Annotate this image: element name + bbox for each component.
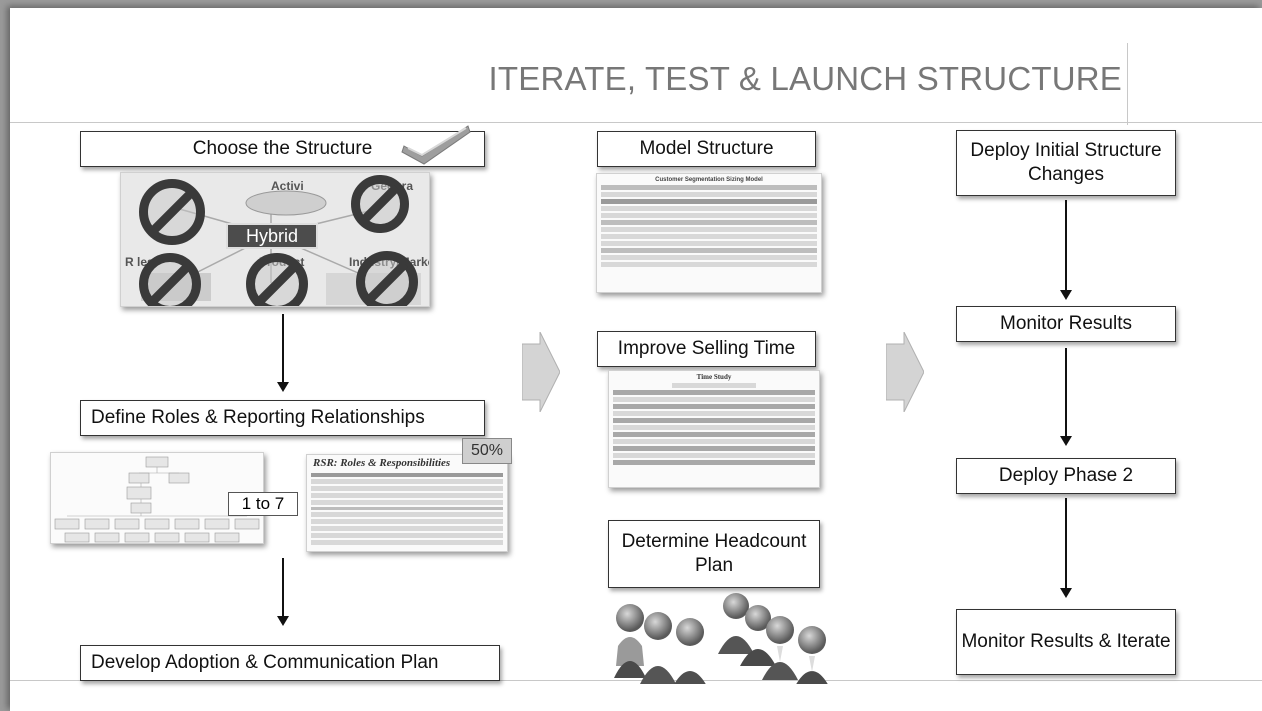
percent-tag: 50% <box>462 438 512 464</box>
improve-selling-label: Improve Selling Time <box>617 338 796 360</box>
no-sign-icon <box>351 175 409 233</box>
arrow-down-icon <box>1060 498 1072 598</box>
define-roles-box: Define Roles & Reporting Relationships <box>80 400 485 436</box>
people-group-icon <box>614 593 828 684</box>
headcount-plan-box: Determine Headcount Plan <box>608 520 820 588</box>
org-chart <box>54 456 260 543</box>
rsr-title: RSR: Roles & Responsibilities <box>313 457 451 469</box>
time-study-image: Time Study <box>608 370 820 488</box>
develop-adoption-label: Develop Adoption & Communication Plan <box>91 652 439 674</box>
arrow-down-icon <box>1060 200 1072 300</box>
time-study-title: Time Study <box>696 373 732 381</box>
bottom-rule <box>10 680 1262 681</box>
deploy-initial-label: Deploy Initial Structure Changes <box>970 140 1162 185</box>
monitor-iterate-box: Monitor Results & Iterate <box>956 609 1176 675</box>
develop-adoption-box: Develop Adoption & Communication Plan <box>80 645 500 681</box>
sizing-model-rows <box>597 185 821 267</box>
slide-title: ITERATE, TEST & LAUNCH STRUCTURE <box>488 60 1122 97</box>
title-divider <box>1127 43 1128 125</box>
span-of-control-tag: 1 to 7 <box>228 492 298 516</box>
headcount-plan-label: Determine Headcount Plan <box>621 531 807 576</box>
arrow-down-icon <box>1060 348 1072 446</box>
roles-responsibilities-image: RSR: Roles & Responsibilities <box>306 454 508 552</box>
define-roles-label: Define Roles & Reporting Relationships <box>91 407 425 429</box>
hybrid-badge: Hybrid <box>226 223 318 249</box>
chevron-right-icon <box>522 332 560 412</box>
model-structure-label: Model Structure <box>639 138 774 160</box>
category-activity-label: Activi <box>271 179 304 193</box>
rsr-table-rows <box>307 473 507 545</box>
no-sign-icon <box>356 251 418 306</box>
sizing-model-image: Customer Segmentation Sizing Model <box>596 173 822 293</box>
structure-options-image: Activi Geogra R les Product Industry/Mar… <box>120 172 430 307</box>
choose-structure-label: Choose the Structure <box>192 138 373 160</box>
deploy-initial-box: Deploy Initial Structure Changes <box>956 130 1176 196</box>
monitor-results-box: Monitor Results <box>956 306 1176 342</box>
top-rule <box>10 122 1262 123</box>
sizing-model-title: Customer Segmentation Sizing Model <box>655 177 763 183</box>
deploy-phase2-label: Deploy Phase 2 <box>998 465 1134 487</box>
model-structure-box: Model Structure <box>597 131 816 167</box>
deploy-phase2-box: Deploy Phase 2 <box>956 458 1176 494</box>
monitor-results-label: Monitor Results <box>1000 313 1132 335</box>
time-study-rows <box>609 383 819 465</box>
no-sign-icon <box>139 179 205 245</box>
choose-structure-box: Choose the Structure <box>80 125 485 167</box>
arrow-down-icon <box>277 314 289 392</box>
person-icon <box>614 604 646 678</box>
slide: ITERATE, TEST & LAUNCH STRUCTURE Choose … <box>10 8 1262 711</box>
arrow-down-icon <box>277 558 289 626</box>
chevron-right-icon <box>886 332 924 412</box>
improve-selling-box: Improve Selling Time <box>597 331 816 367</box>
no-sign-icon <box>139 253 201 306</box>
checkmark-icon <box>401 125 471 165</box>
monitor-iterate-label: Monitor Results & Iterate <box>961 631 1171 653</box>
no-sign-icon <box>246 253 308 306</box>
